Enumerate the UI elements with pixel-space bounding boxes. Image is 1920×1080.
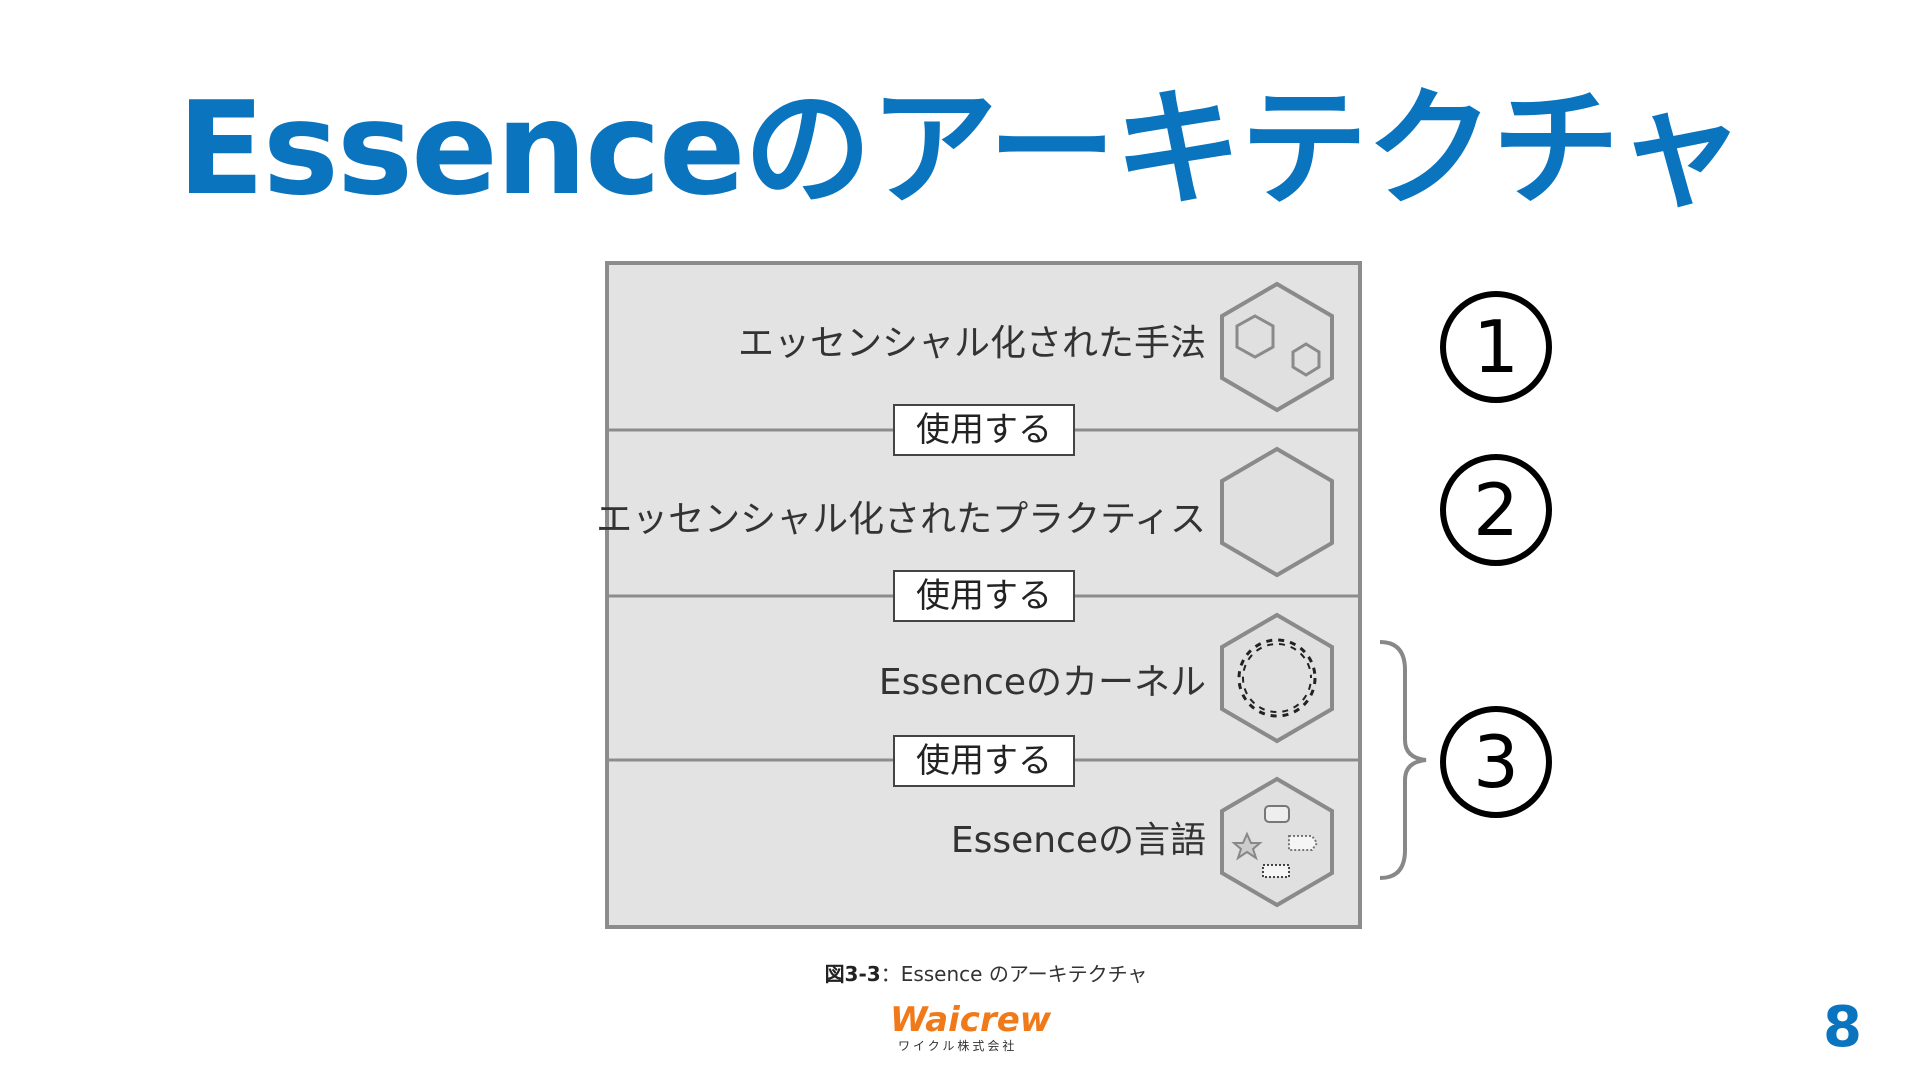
figure-caption: 図3-3：Essence のアーキテクチャ [0,958,1920,987]
layer-label-practice: エッセンシャル化されたプラクティス [596,499,1206,540]
uses-label: 使用する [893,404,1075,456]
slide-title: Essenceのアーキテクチャ [177,75,1744,224]
layer-label-method: エッセンシャル化された手法 [737,323,1206,364]
group-brace [1379,640,1427,880]
uses-label: 使用する [893,735,1075,787]
circled-number-1: 1 [1440,291,1552,403]
logo-wordmark: Waicrew [890,1000,1052,1040]
gear-hexagon-icon [1220,612,1334,744]
uses-label: 使用する [893,570,1075,622]
circled-number-2: 2 [1440,454,1552,566]
layer-label-kernel: Essenceのカーネル [878,662,1206,703]
layer-label-language: Essenceの言語 [950,820,1206,861]
figure-number: 図3-3 [824,962,881,986]
logo-subtitle: ワイクル株式会社 [898,1039,1018,1053]
caption-text: Essence のアーキテクチャ [900,962,1148,986]
company-logo: Waicrew ワイクル株式会社 [890,1000,1052,1054]
caption-separator: ： [880,962,901,986]
plain-hexagon-icon [1220,446,1334,578]
page-number: 8 [1823,995,1862,1060]
two-hexagons-icon [1220,281,1334,413]
language-symbols-hexagon-icon [1220,776,1334,908]
circled-number-3: 3 [1440,706,1552,818]
